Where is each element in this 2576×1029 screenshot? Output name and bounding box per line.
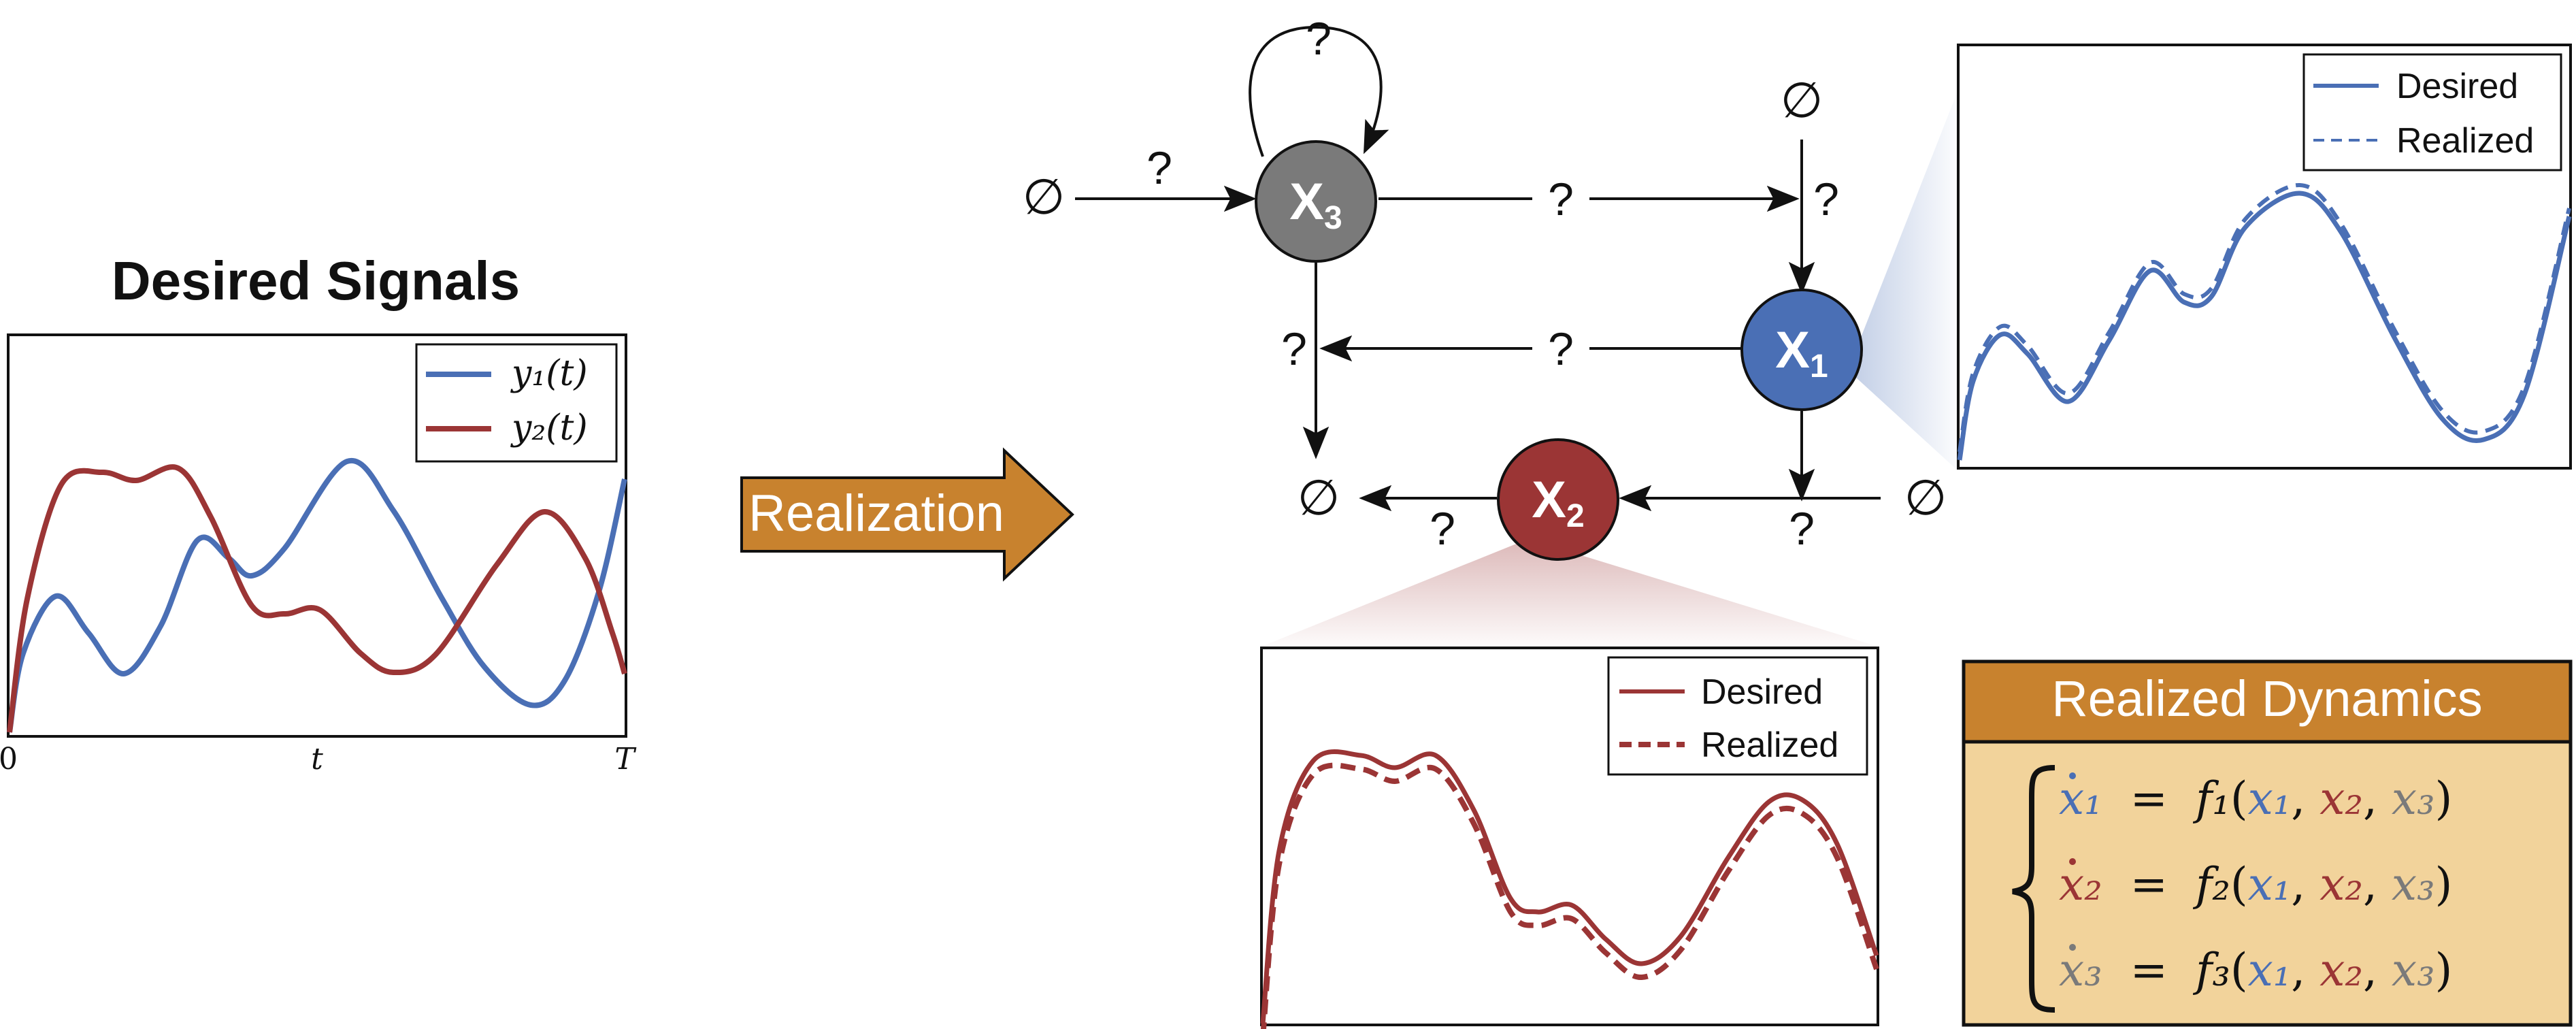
- x-tick-t: t: [311, 742, 323, 777]
- x2-legend-desired: Desired: [1701, 672, 1823, 712]
- q-x2-to-empty: ?: [1430, 503, 1455, 555]
- eq1-f: f₁: [2192, 772, 2230, 825]
- legend-y2-label: y₂(t): [510, 408, 588, 448]
- realization-label: Realization: [748, 485, 1004, 542]
- q-self-loop: ?: [1306, 13, 1332, 65]
- y2-curve: [7, 464, 627, 733]
- x2-realized-curve: [1261, 762, 1879, 1029]
- equation-brace: [2012, 765, 2055, 1013]
- empty-set-top: ∅: [1781, 71, 1823, 129]
- node-x1-sub: 1: [1810, 348, 1828, 385]
- node-x1: X1: [1740, 289, 1863, 411]
- eq3-arg1: x₁: [2248, 944, 2292, 996]
- dynamics-header: [1962, 659, 2573, 744]
- eq2-arg1: x₁: [2248, 858, 2292, 911]
- eq1-lhs: x₁: [2059, 772, 2102, 825]
- eq1-arg2: x₂: [2319, 772, 2363, 825]
- eq1-arg1: x₁: [2248, 772, 2292, 825]
- desired-signals-panel: Desired Signals y₁(t) y₂(t) 0 t T: [0, 250, 637, 777]
- x1-legend: Desired Realized: [2302, 53, 2562, 172]
- eq2-f: f₂: [2192, 858, 2230, 911]
- equation-row-2: x₂ = f₂(x₁, x₂, x₃): [2059, 858, 2452, 911]
- x3-self-loop: [1249, 25, 1389, 157]
- empty-set-left: ∅: [1023, 168, 1066, 225]
- eq3-arg2: x₂: [2319, 944, 2363, 996]
- x2-desired-curve: [1260, 749, 1879, 1024]
- y1-curve: [7, 457, 627, 733]
- x2-legend-realized: Realized: [1701, 725, 1838, 765]
- q-x1-to-col: ?: [1548, 323, 1574, 375]
- node-x2-base: X: [1532, 471, 1566, 529]
- node-x2: X2: [1497, 438, 1619, 561]
- x1-realized-curve: [1958, 182, 2571, 453]
- svg-text:x₃ = f₃(x₁, x₂: x₃ = f₃(x₁, x₂, x₃): [2059, 944, 2452, 996]
- x1-desired-curve: [1957, 191, 2572, 461]
- x1-legend-realized: Realized: [2396, 121, 2534, 161]
- node-x3-base: X: [1289, 173, 1324, 231]
- realized-dynamics-box: Realized Dynamics x₁ = f₁(x₁, x₂, x₃) x₂…: [1962, 659, 2573, 1027]
- node-x2-sub: 2: [1566, 498, 1585, 534]
- legend-y1-label: y₁(t): [510, 353, 588, 394]
- q-x1-down: ?: [1789, 503, 1815, 555]
- x2-zoom-cone: [1261, 539, 1878, 647]
- q-empty-to-x1: ?: [1813, 174, 1839, 225]
- svg-text:X2: X2: [1532, 471, 1584, 534]
- desired-signals-title: Desired Signals: [112, 250, 520, 311]
- q-empty-to-x3: ?: [1146, 142, 1172, 194]
- q-x3-to-x1: ?: [1548, 174, 1574, 225]
- svg-text:X1: X1: [1775, 321, 1828, 385]
- left-plot-frame: [7, 333, 627, 738]
- x1-signal-panel: Desired Realized: [1957, 44, 2572, 470]
- x2-signal-panel: Desired Realized: [1260, 647, 1879, 1029]
- svg-text:x₂ = f₂(x₁, x₂: x₂ = f₂(x₁, x₂, x₃): [2059, 858, 2452, 911]
- node-x3-sub: 3: [1324, 200, 1342, 236]
- equation-row-1: x₁ = f₁(x₁, x₂, x₃): [2059, 772, 2452, 825]
- eq3-arg3: x₃: [2392, 944, 2435, 996]
- realization-arrow: Realization: [740, 447, 1074, 582]
- x2-legend: Desired Realized: [1607, 656, 1868, 776]
- eq3-f: f₃: [2192, 944, 2230, 996]
- x1-zoom-cone: [1848, 90, 1958, 471]
- network-diagram: ? ? ? ? ? ? ? ? ∅ ∅ ∅ ∅ X3 X1: [1023, 13, 1947, 561]
- dynamics-title: Realized Dynamics: [2051, 670, 2482, 727]
- eq2-arg2: x₂: [2319, 858, 2363, 911]
- x-tick-0: 0: [0, 742, 18, 777]
- q-x3-to-empty: ?: [1281, 323, 1307, 375]
- eq2-arg3: x₃: [2392, 858, 2435, 911]
- svg-text:x₁ = f₁(x₁, x₂: x₁ = f₁(x₁, x₂, x₃): [2059, 772, 2452, 825]
- eq1-arg3: x₃: [2392, 772, 2435, 825]
- x-tick-T: T: [614, 742, 637, 777]
- equation-row-3: x₃ = f₃(x₁, x₂, x₃): [2059, 944, 2452, 996]
- x1-legend-desired: Desired: [2396, 67, 2518, 106]
- svg-text:X3: X3: [1289, 173, 1342, 236]
- eq2-lhs: x₂: [2059, 858, 2102, 911]
- node-x3: X3: [1255, 140, 1377, 263]
- empty-set-right: ∅: [1904, 469, 1947, 526]
- left-legend: y₁(t) y₂(t): [415, 343, 618, 463]
- empty-set-bottom-left: ∅: [1298, 469, 1340, 526]
- eq3-lhs: x₃: [2059, 944, 2102, 996]
- node-x1-base: X: [1775, 321, 1810, 379]
